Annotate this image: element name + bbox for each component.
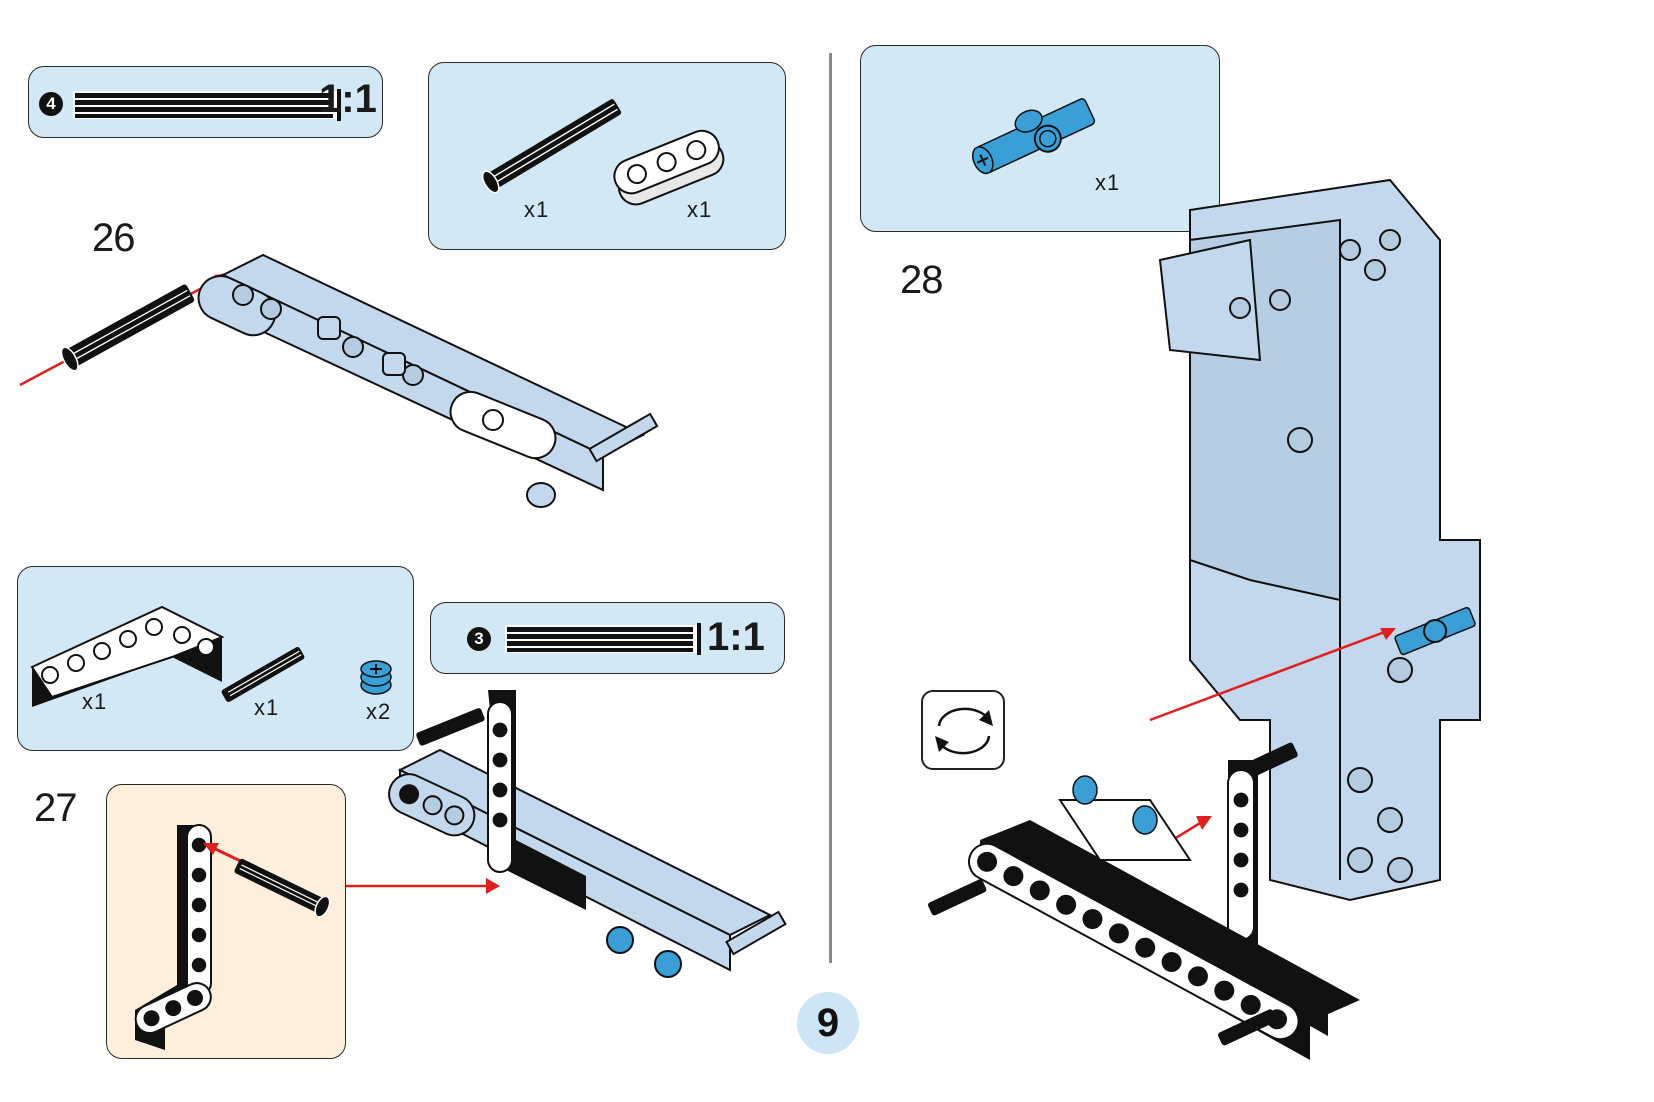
part-qty: x1: [82, 689, 108, 714]
axle-length-icon: [73, 89, 341, 121]
parts-panel-step-28: x1: [860, 45, 1220, 232]
length-reference-panel-step-26: 4 1:1: [28, 66, 383, 138]
motor-part: [1158, 178, 1481, 902]
connector-part: [1394, 606, 1476, 656]
step-28-assembly-illustration: [928, 178, 1481, 1060]
column-divider: [829, 53, 832, 963]
l-beam-icon: [30, 605, 225, 707]
parts-panel-step-26: x1 x1: [428, 62, 786, 250]
axle-icon: [481, 99, 622, 194]
part-qty: x1: [687, 197, 713, 222]
insert-arrow: [1149, 628, 1391, 722]
parts-panel-step-27: x1 x1 x2: [17, 566, 414, 751]
step-number: 27: [34, 786, 77, 830]
arrow-head: [203, 843, 219, 855]
axle-part: [60, 284, 195, 372]
step-27-assembly-illustration: [346, 690, 787, 978]
bush-part: [1132, 805, 1158, 835]
rotate-icon: [935, 707, 993, 755]
arrow-head: [1380, 628, 1396, 640]
axle-length-icon: [505, 623, 701, 655]
step-number: 26: [92, 216, 135, 260]
connector-icon: [971, 98, 1096, 175]
step-number: 28: [900, 258, 943, 302]
part-qty: x1: [1095, 170, 1121, 195]
bush-part: [606, 926, 634, 954]
step-26-assembly-illustration: [19, 253, 659, 508]
subassembly-panel-step-27: [106, 784, 346, 1059]
scale-label: 1:1: [319, 77, 377, 121]
beam-part: [197, 253, 659, 508]
length-reference-panel-step-27: 3 1:1: [430, 602, 785, 674]
arrow-head: [1196, 816, 1212, 830]
axle-part: [234, 858, 331, 918]
bush-icon: [360, 660, 392, 695]
black-beam-assembly: [928, 742, 1360, 1060]
length-badge: 3: [467, 627, 491, 651]
subassembly-illustration: [134, 824, 331, 1050]
arrow-head: [486, 878, 500, 894]
part-qty: x2: [366, 699, 392, 724]
bush-part: [654, 950, 682, 978]
part-qty: x1: [254, 695, 280, 720]
scale-label: 1:1: [707, 615, 765, 659]
part-qty: x1: [524, 197, 550, 222]
beam-icon: [613, 129, 725, 206]
rotate-model-hint: [921, 690, 1005, 770]
length-badge: 4: [39, 92, 63, 116]
bush-part: [1072, 775, 1098, 805]
page-number: 9: [797, 992, 859, 1054]
axle-icon: [221, 647, 305, 702]
